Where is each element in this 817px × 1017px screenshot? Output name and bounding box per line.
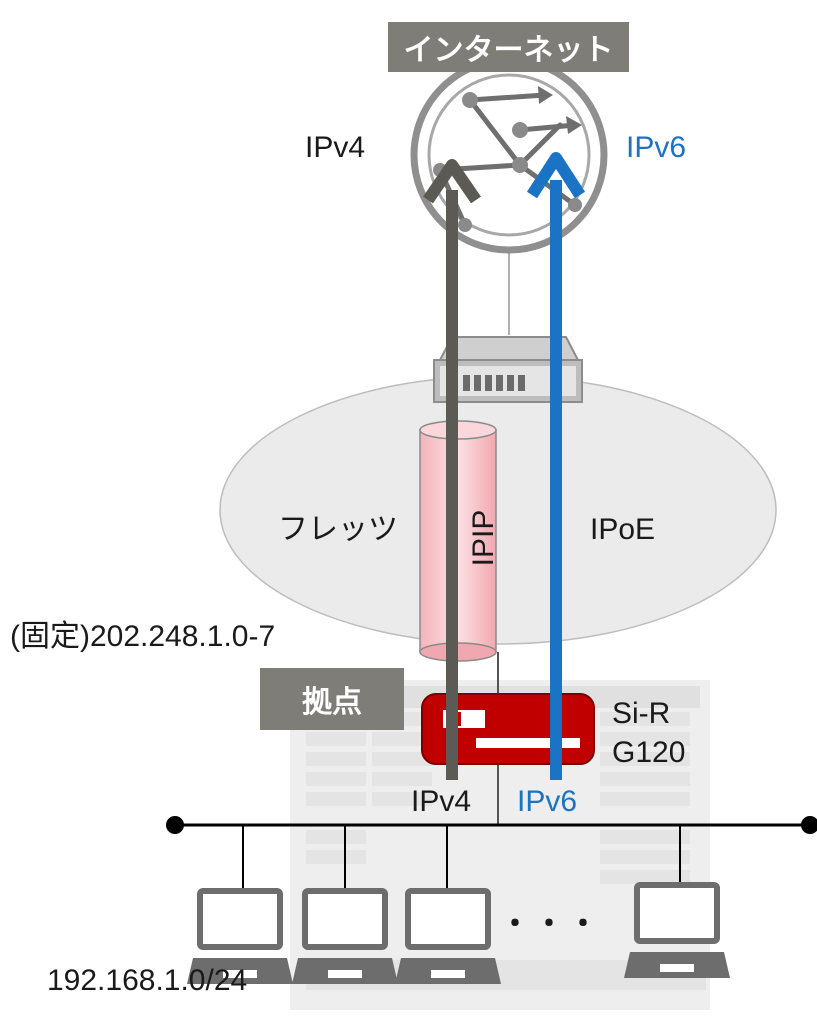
laptop-icon <box>292 888 398 984</box>
router-name-line1: Si-R <box>612 697 671 730</box>
lan-subnet-label: 192.168.1.0/24 <box>47 964 248 997</box>
laptop-icon <box>395 888 501 984</box>
flets-label: フレッツ <box>278 513 398 546</box>
ipip-label: IPIP <box>467 509 500 567</box>
laptop-ellipsis: ・・・ <box>500 908 602 941</box>
laptop-icon <box>187 888 293 984</box>
ipv4-bottom-label: IPv4 <box>411 785 472 818</box>
fixed-address-label: (固定)202.248.1.0-7 <box>10 620 276 653</box>
ipv4-path-arrow <box>423 159 481 780</box>
site-label: 拠点 <box>260 668 404 730</box>
internet-label: インターネット <box>388 22 629 72</box>
ipv4-top-label: IPv4 <box>305 131 366 164</box>
ipv6-path-arrow <box>526 152 586 780</box>
ipv6-top-label: IPv6 <box>626 131 687 164</box>
laptop-icon <box>624 882 730 978</box>
ipv6-bottom-label: IPv6 <box>517 785 578 818</box>
router-name-line2: G120 <box>612 736 686 769</box>
lan-bus <box>166 816 817 888</box>
ipoe-label: IPoE <box>590 513 656 546</box>
